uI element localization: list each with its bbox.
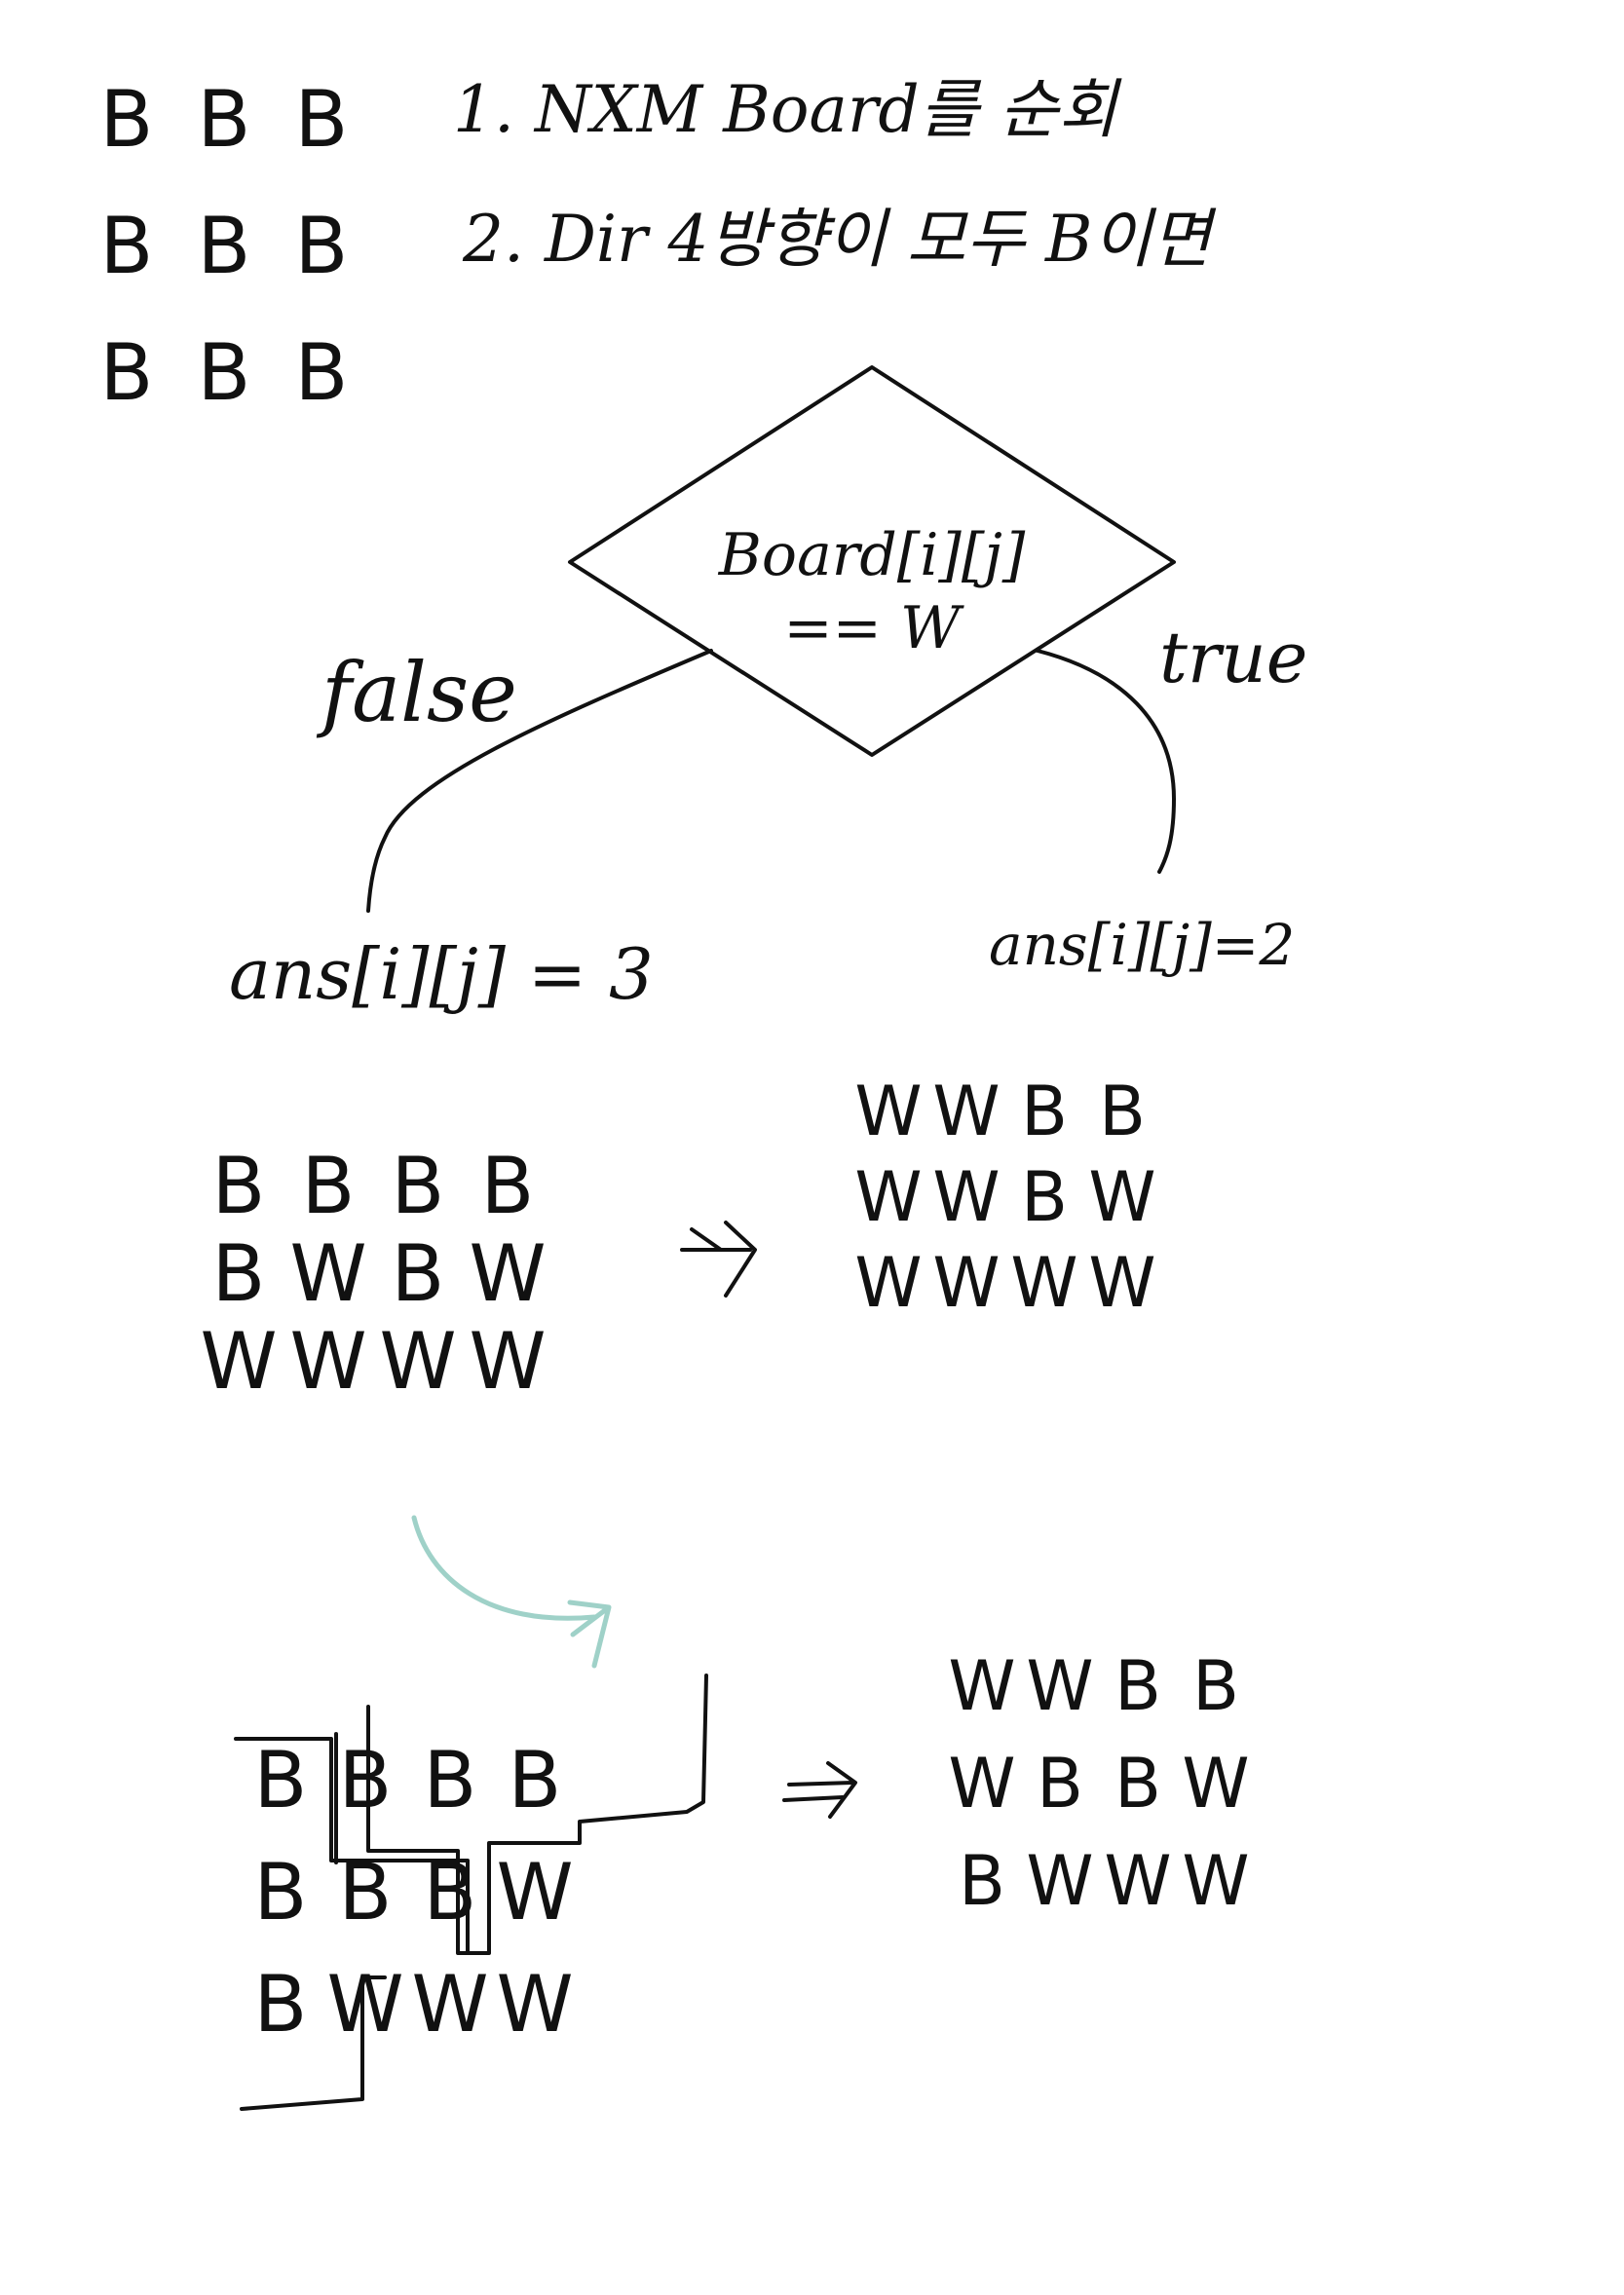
grid-cell: W: [289, 1316, 366, 1407]
grid-cell: W: [1088, 1157, 1155, 1237]
grid-cell: B: [1037, 1744, 1083, 1824]
grid-cell: W: [932, 1243, 1000, 1323]
grid-cell: B: [198, 327, 251, 418]
grid-cell: W: [1104, 1841, 1171, 1921]
example-2-arrow: [782, 1761, 857, 1819]
grid-cell: B: [100, 74, 154, 165]
grid-cell: W: [1182, 1841, 1249, 1921]
region-outline-path: [234, 1674, 708, 1955]
grid-cell: B: [100, 201, 154, 291]
arrow-head-icon: [567, 1599, 612, 1669]
region-outline-path-inner: [366, 1705, 479, 1955]
grid-cell: B: [959, 1841, 1005, 1921]
grid-cell: B: [339, 1735, 393, 1825]
curved-arrow-icon: [411, 1515, 597, 1621]
grid-cell: W: [289, 1228, 366, 1319]
grid-cell: W: [854, 1157, 922, 1237]
grid-cell: B: [1114, 1744, 1161, 1824]
region-outline: [234, 1674, 708, 2111]
grid-cell: B: [100, 327, 154, 418]
grid-cell: B: [295, 327, 349, 418]
grid-cell: W: [379, 1316, 456, 1407]
grid-cell: B: [1192, 1646, 1239, 1726]
example-1-arrow: [680, 1221, 757, 1298]
arrow-right-icon: [782, 1761, 857, 1819]
grid-cell: B: [254, 1735, 308, 1825]
grid-cell: B: [1021, 1072, 1068, 1151]
grid-cell: W: [469, 1228, 546, 1319]
false-label: false: [316, 645, 517, 740]
false-branch-line: [366, 649, 713, 913]
grid-cell: W: [948, 1744, 1015, 1824]
grid-cell: B: [509, 1735, 562, 1825]
grid-cell: B: [254, 1847, 308, 1938]
grid-cell: W: [932, 1072, 1000, 1151]
grid-cell: B: [481, 1141, 535, 1231]
grid-cell: B: [392, 1228, 445, 1319]
grid-cell: W: [496, 1847, 573, 1938]
grid-cell: B: [295, 74, 349, 165]
grid-cell: B: [295, 201, 349, 291]
grid-cell: B: [198, 201, 251, 291]
decision-condition-line2: == W: [783, 594, 964, 662]
grid-cell: B: [302, 1141, 356, 1231]
grid-cell: B: [212, 1228, 266, 1319]
grid-cell: W: [326, 1959, 403, 2050]
grid-cell: B: [212, 1141, 266, 1231]
grid-cell: W: [1026, 1646, 1093, 1726]
grid-cell: W: [200, 1316, 277, 1407]
grid-cell: W: [854, 1243, 922, 1323]
grid-cell: W: [411, 1959, 488, 2050]
region-outline-bottom: [240, 1975, 387, 2111]
grid-cell: W: [932, 1157, 1000, 1237]
false-result-text: ans[i][j] = 3: [229, 933, 654, 1015]
decision-condition-line1: Board[i][j]: [718, 521, 1026, 589]
decision-diamond: [568, 365, 1176, 757]
grid-cell: B: [198, 74, 251, 165]
grid-cell: W: [496, 1959, 573, 2050]
grid-cell: B: [1099, 1072, 1146, 1151]
true-label: true: [1159, 617, 1307, 698]
grid-cell: B: [1021, 1157, 1068, 1237]
grid-cell: W: [1182, 1744, 1249, 1824]
true-branch-line: [1036, 649, 1176, 874]
teal-curved-arrow: [411, 1515, 612, 1669]
grid-cell: W: [948, 1646, 1015, 1726]
grid-cell: W: [1010, 1243, 1077, 1323]
grid-cell: W: [1026, 1841, 1093, 1921]
true-result-text: ans[i][j]=2: [989, 912, 1295, 978]
grid-cell: B: [424, 1735, 477, 1825]
grid-cell: W: [854, 1072, 922, 1151]
arrow-right-icon: [680, 1221, 757, 1298]
step-1-text: 1. NXM Board를 순회: [453, 72, 1122, 147]
grid-cell: B: [392, 1141, 445, 1231]
grid-cell: W: [469, 1316, 546, 1407]
grid-cell: W: [1088, 1243, 1155, 1323]
grid-cell: B: [1114, 1646, 1161, 1726]
grid-cell: B: [254, 1959, 308, 2050]
step-2-text: 2. Dir 4방향이 모두 B이면: [462, 202, 1217, 277]
